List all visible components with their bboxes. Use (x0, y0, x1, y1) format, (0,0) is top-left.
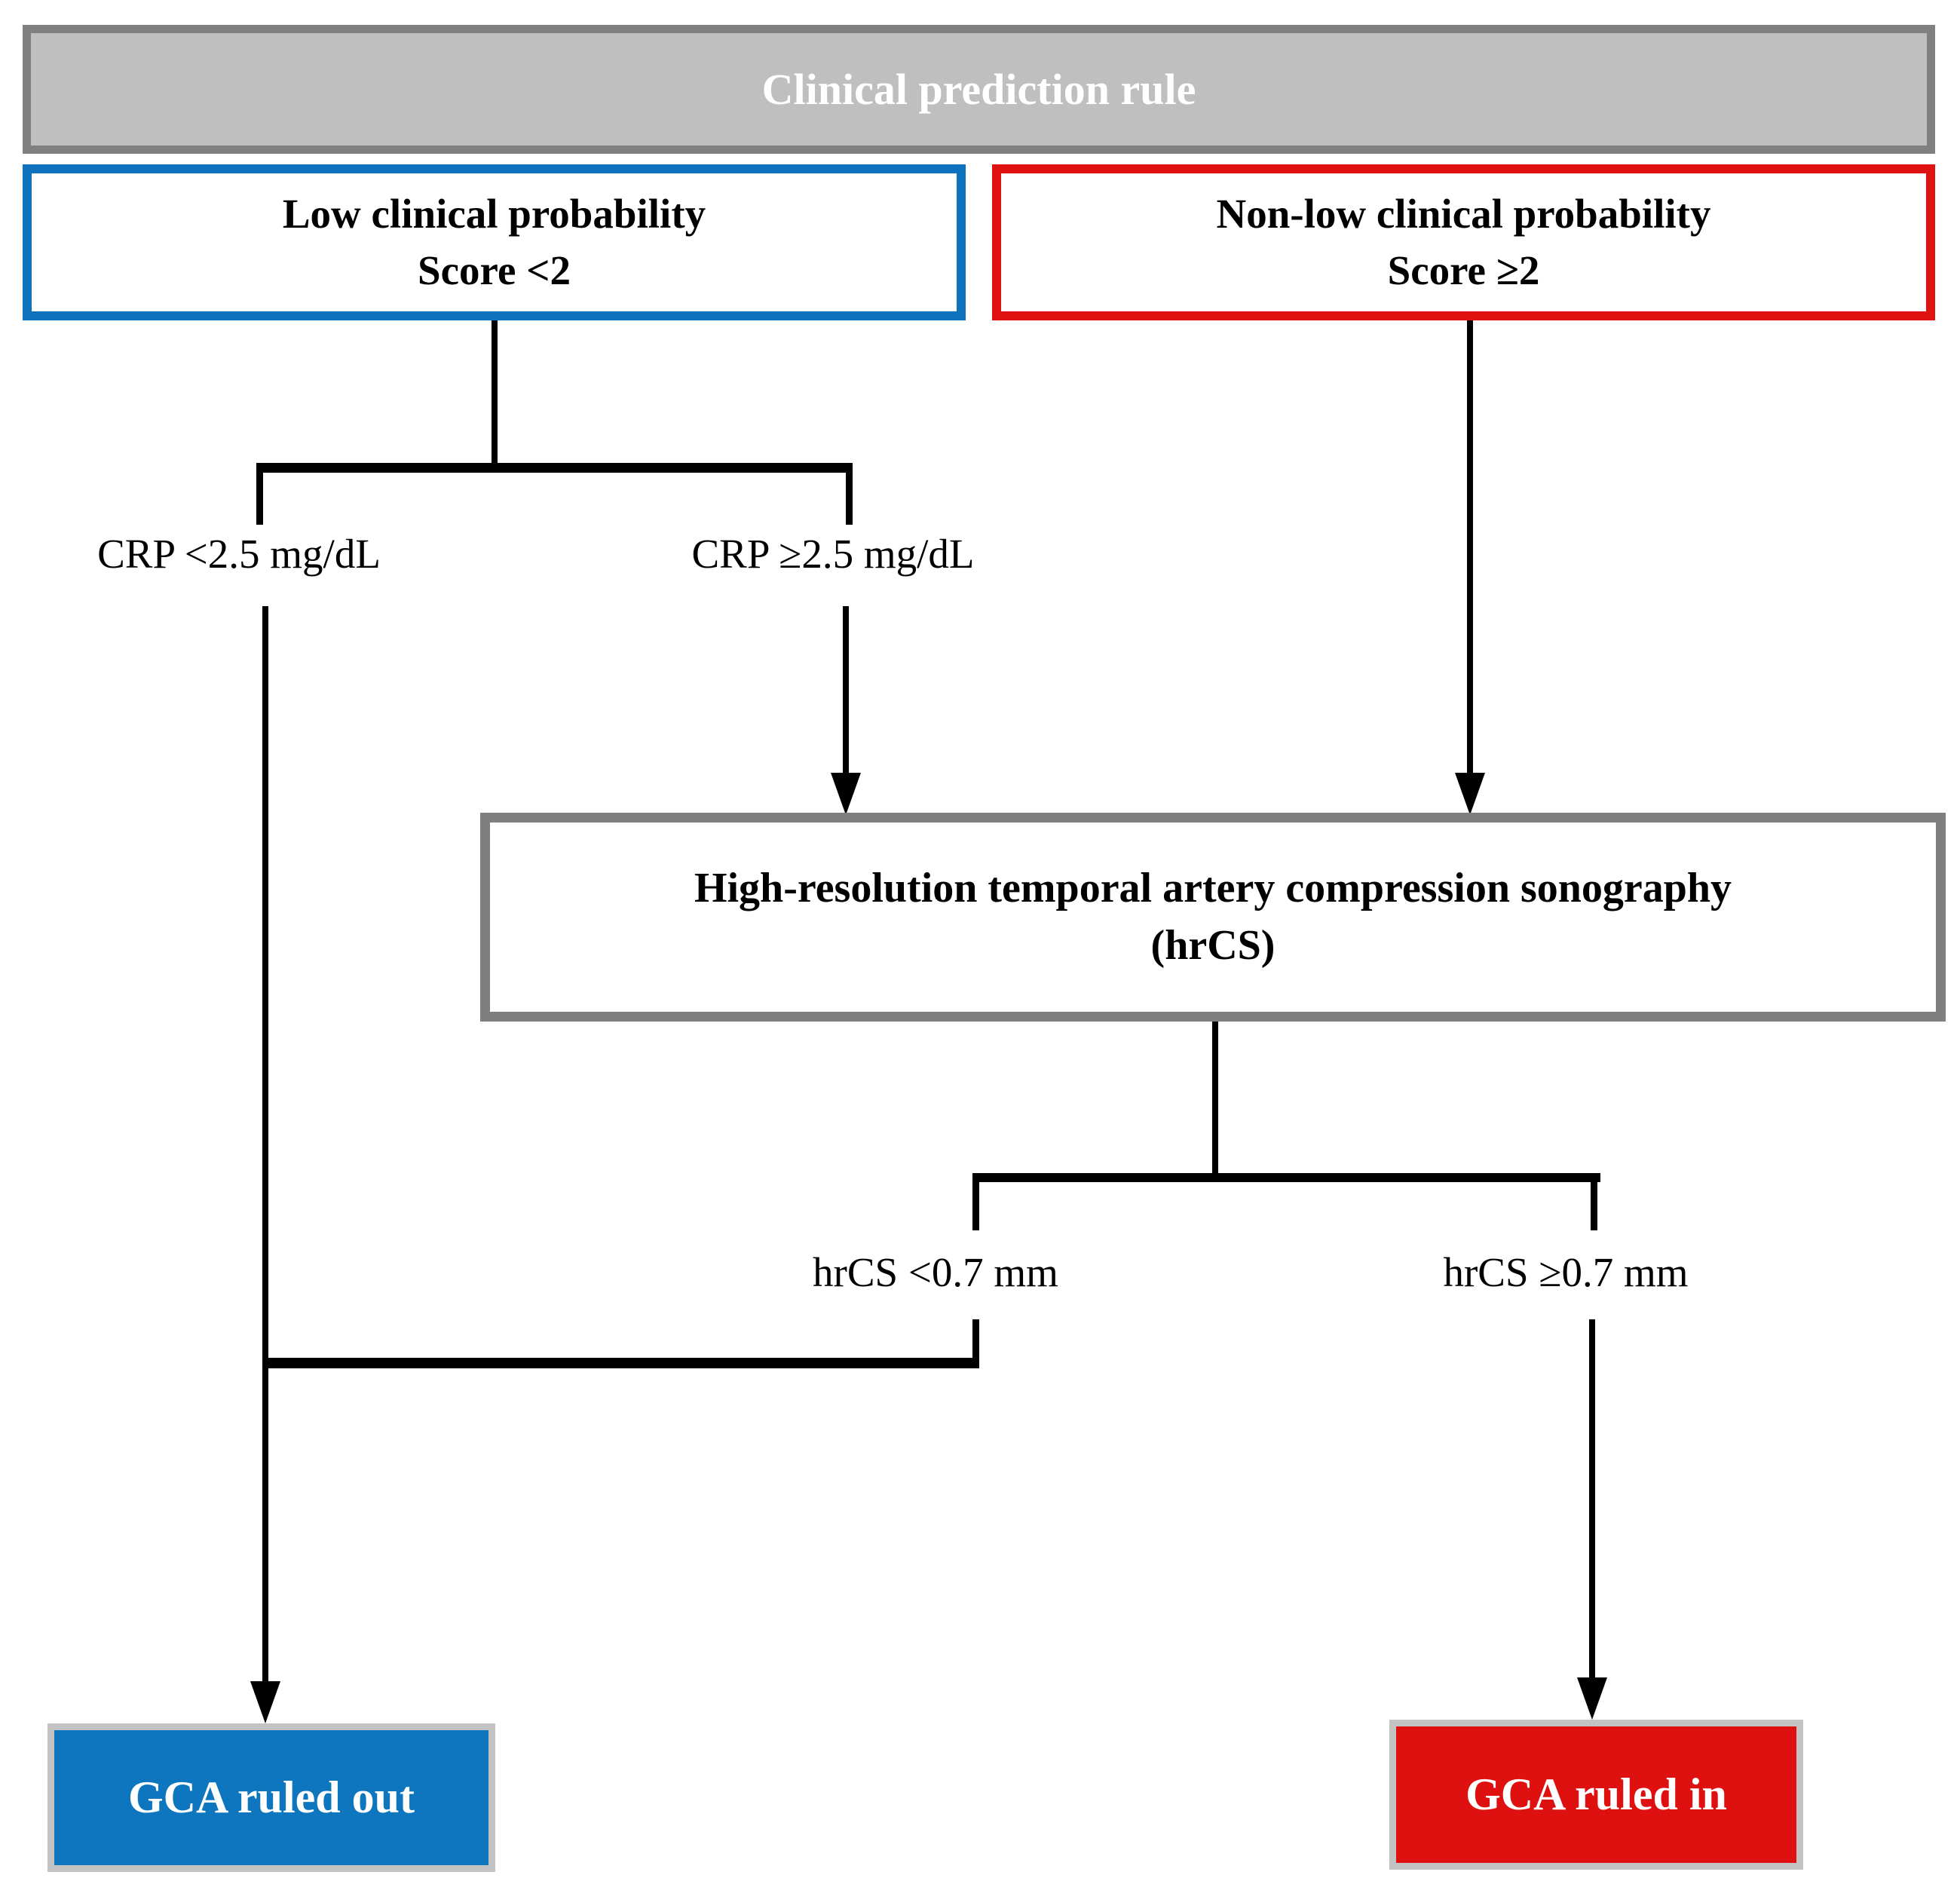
connector-hrcs-to-split (1212, 1022, 1218, 1178)
connector-crp-high-to-hrcs (843, 606, 849, 775)
title-text: Clinical prediction rule (761, 65, 1196, 114)
connector-low-to-crp-split (492, 320, 498, 467)
connector-non-low-to-hrcs (1467, 320, 1473, 775)
connector-hrcs-split-bar (975, 1173, 1600, 1182)
connector-crp-split-bar (259, 463, 853, 473)
node-gca-ruled-out: GCA ruled out (47, 1723, 495, 1872)
node-low-line1: Low clinical probability (282, 191, 706, 237)
node-non-low-line1: Non-low clinical probability (1216, 191, 1711, 237)
connector-crp-low-to-ruled-out (262, 606, 268, 1683)
label-crp-low: CRP <2.5 mg/dL (97, 531, 381, 577)
ruled-in-text: GCA ruled in (1465, 1769, 1727, 1819)
connector-hrcs-high-to-ruled-in (1589, 1319, 1595, 1683)
node-hrcs-sonography: High-resolution temporal artery compress… (480, 813, 1946, 1022)
arrowhead-non-low-into-hrcs (1455, 773, 1485, 815)
title-bar: Clinical prediction rule (23, 25, 1935, 154)
connector-hrcs-low-stub (972, 1173, 979, 1230)
connector-hrcs-low-below-label (972, 1319, 979, 1365)
connector-hrcs-high-stub (1591, 1173, 1597, 1230)
connector-crp-high-stub (846, 463, 853, 525)
node-gca-ruled-in: GCA ruled in (1389, 1720, 1803, 1870)
label-hrcs-low: hrCS <0.7 mm (813, 1249, 1058, 1295)
connector-merge-bar (265, 1358, 979, 1368)
arrowhead-into-ruled-out (250, 1681, 280, 1723)
node-non-low-line2: Score ≥2 (1387, 247, 1540, 293)
ruled-out-text: GCA ruled out (127, 1772, 415, 1822)
label-crp-high: CRP ≥2.5 mg/dL (691, 531, 975, 577)
node-hrcs-line1: High-resolution temporal artery compress… (694, 864, 1732, 911)
label-hrcs-high: hrCS ≥0.7 mm (1443, 1249, 1689, 1295)
node-low-line2: Score <2 (418, 247, 571, 293)
node-hrcs-line2: (hrCS) (1150, 921, 1276, 969)
node-low-clinical-probability: Low clinical probability Score <2 (23, 164, 966, 320)
node-non-low-clinical-probability: Non-low clinical probability Score ≥2 (992, 164, 1935, 320)
arrowhead-into-ruled-in (1577, 1677, 1607, 1720)
connector-crp-low-stub (256, 463, 263, 525)
arrowhead-crp-high-into-hrcs (831, 773, 861, 815)
